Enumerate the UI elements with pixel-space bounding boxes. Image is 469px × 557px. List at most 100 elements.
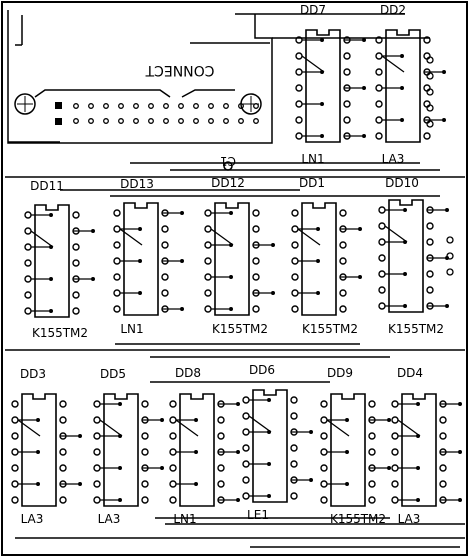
ic-ref-label: DD6 — [249, 363, 275, 377]
ic-pin — [93, 480, 101, 488]
ic-pin — [204, 257, 212, 265]
ic-pin — [204, 225, 212, 233]
ic-pin — [252, 209, 260, 217]
via — [36, 482, 40, 486]
ic-pin — [72, 259, 80, 267]
via — [316, 291, 320, 295]
pad — [446, 236, 454, 244]
ic-pin — [242, 396, 250, 404]
ic-pin — [24, 307, 32, 315]
via — [345, 418, 349, 422]
ic-ref-label: DD10 — [385, 176, 419, 190]
ic-pin — [161, 289, 169, 297]
pad — [426, 104, 434, 112]
ic-pin — [368, 400, 376, 408]
via — [316, 227, 320, 231]
ic-part-label: K155TM2 — [32, 326, 88, 340]
ic-pin — [426, 222, 434, 230]
ic-pin — [295, 100, 303, 108]
ic-pin — [59, 400, 67, 408]
ic-part-label: K155TM2 — [302, 322, 358, 336]
connector-pin — [163, 118, 169, 124]
via — [387, 418, 391, 422]
via — [403, 304, 407, 308]
via — [138, 259, 142, 263]
ic-pin — [169, 480, 177, 488]
via — [36, 450, 40, 454]
via — [358, 227, 362, 231]
ic-pin — [375, 100, 383, 108]
connector: CONNECT — [7, 10, 273, 144]
pad — [426, 72, 434, 80]
ic-pin — [368, 432, 376, 440]
ic-pin — [169, 496, 177, 504]
ic-part-label: K155TM2 — [330, 512, 386, 526]
trace — [397, 419, 421, 437]
ic-pin — [161, 273, 169, 281]
ic-pin — [320, 416, 328, 424]
via — [362, 38, 366, 42]
ic-pin — [242, 444, 250, 452]
ic-pin — [343, 68, 351, 76]
ic-pin — [368, 480, 376, 488]
ic-pin — [291, 289, 299, 297]
ic-part-label: LA3 — [398, 512, 421, 526]
ic-pin — [320, 432, 328, 440]
ic-pin — [11, 496, 19, 504]
via — [309, 430, 313, 434]
ic-pin — [423, 132, 431, 140]
connector-pin — [178, 103, 184, 109]
ic-pin — [169, 416, 177, 424]
ic-pin — [378, 286, 386, 294]
ic-pin — [343, 52, 351, 60]
ic-ref-label: DD13 — [120, 177, 154, 191]
ic-part-label: K155TM2 — [388, 322, 444, 336]
ic-body — [388, 199, 424, 313]
via — [229, 275, 233, 279]
via — [445, 304, 449, 308]
ic-pin — [204, 289, 212, 297]
ic-pin — [204, 305, 212, 313]
trace — [210, 228, 234, 246]
trace — [119, 228, 143, 246]
ic-pin — [59, 464, 67, 472]
ic-ref-label: DD1 — [299, 176, 325, 190]
connector-pin — [133, 118, 139, 124]
trace — [297, 228, 321, 246]
connector-pin — [88, 118, 94, 124]
via — [271, 243, 275, 247]
ic-ref-label: DD7 — [300, 3, 326, 17]
ic-pin — [295, 84, 303, 92]
capacitor-c1: C1 — [220, 154, 236, 171]
ic-pin — [295, 116, 303, 124]
connector-pin — [163, 103, 169, 109]
ic-pin — [439, 432, 447, 440]
via — [345, 482, 349, 486]
mount-hole-left — [14, 93, 36, 115]
ic-pin — [113, 241, 121, 249]
ic-pin — [141, 480, 149, 488]
ic-part-label: LA3 — [382, 152, 405, 166]
ic-pin — [204, 241, 212, 249]
ic-pin — [339, 241, 347, 249]
via — [236, 402, 240, 406]
ic-part-label: LE1 — [247, 508, 269, 522]
connector-key-pin — [55, 118, 62, 125]
ic-pin — [217, 416, 225, 424]
ic-pin — [113, 257, 121, 265]
ic-part-label: K155TM2 — [212, 322, 268, 336]
via — [267, 398, 271, 402]
via — [316, 259, 320, 263]
ic-part-label: LA3 — [98, 512, 121, 526]
ic-body — [301, 202, 337, 316]
ic-pin — [72, 211, 80, 219]
via — [400, 86, 404, 90]
ic-pin — [378, 302, 386, 310]
connector-pin — [178, 118, 184, 124]
ic-pin — [242, 460, 250, 468]
ic-pin — [290, 412, 298, 420]
